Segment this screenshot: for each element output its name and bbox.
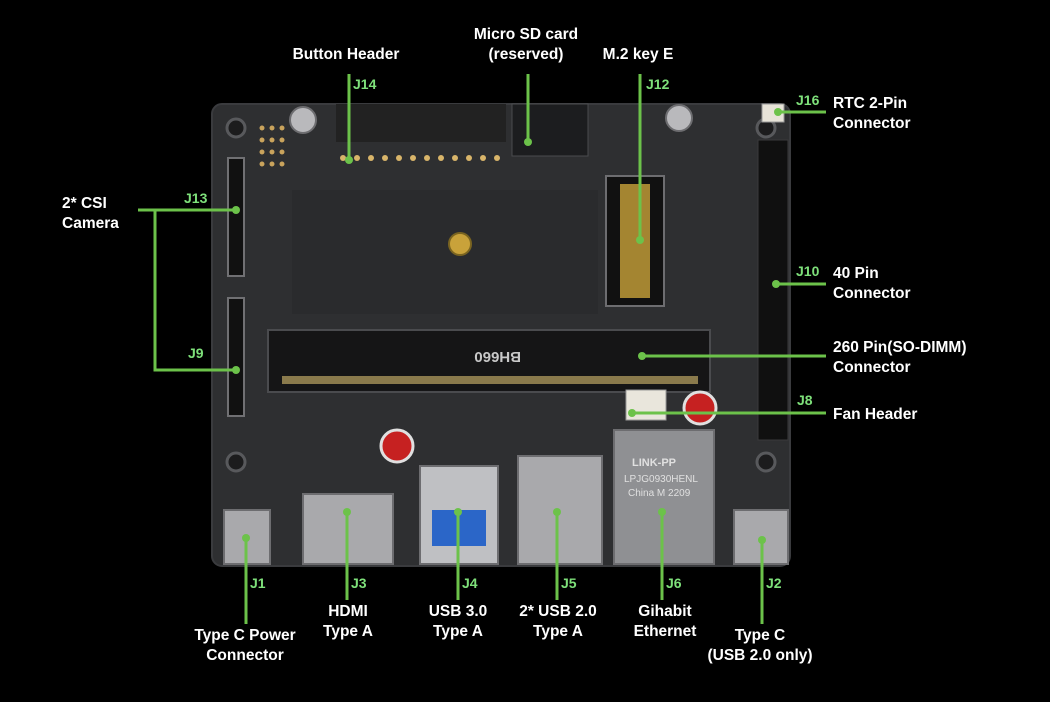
som-area	[292, 190, 598, 314]
tag-j10: J10	[796, 263, 820, 279]
m2-key-e-contacts	[620, 184, 650, 298]
tag-j2: J2	[766, 575, 782, 591]
label-m2-key-e: M.2 key E	[602, 46, 674, 63]
button-header-pins	[336, 104, 506, 142]
label-fan-header: Fan Header	[833, 406, 918, 423]
tag-j13: J13	[184, 190, 208, 206]
label-type-c-usb2: Type C(USB 2.0 only)	[707, 627, 813, 664]
csi-connector-j13	[227, 157, 245, 277]
gpio-40-pin-header	[757, 139, 789, 441]
leader-dots	[232, 108, 782, 544]
silk-part-number: LPJG0930HENL	[624, 474, 698, 485]
label-micro-sd: Micro SD card(reserved)	[473, 26, 579, 63]
so-dimm-contacts	[282, 376, 698, 384]
tag-j16: J16	[796, 92, 820, 108]
standoffs	[289, 104, 693, 134]
tag-j5: J5	[561, 575, 577, 591]
mounting-holes	[225, 117, 777, 473]
silk-bh660: BH660	[474, 348, 521, 365]
leader-lines	[138, 74, 826, 624]
mounting-screw	[448, 232, 472, 256]
tag-j4: J4	[462, 575, 478, 591]
capacitor	[682, 390, 718, 426]
tag-j6: J6	[666, 575, 682, 591]
leader-csi-bracket	[153, 210, 236, 372]
capacitor	[379, 428, 415, 464]
button-header-pin-row	[340, 155, 500, 161]
tag-j1: J1	[250, 575, 266, 591]
tag-j14: J14	[353, 76, 377, 92]
micro-sd-slot	[511, 103, 589, 157]
silk-origin: China M 2209	[628, 488, 691, 499]
label-button-header: Button Header	[292, 46, 400, 63]
tag-j3: J3	[351, 575, 367, 591]
tag-j9: J9	[188, 345, 204, 361]
tag-j12: J12	[646, 76, 670, 92]
pad-grid	[259, 125, 285, 167]
silk-link-pp: LINK-PP	[632, 457, 676, 469]
tag-j8: J8	[797, 392, 813, 408]
label-so-dimm: 260 Pin(SO-DIMM)Connector	[833, 339, 967, 376]
csi-connector-j9	[227, 297, 245, 417]
ethernet-port-j6	[613, 429, 715, 565]
